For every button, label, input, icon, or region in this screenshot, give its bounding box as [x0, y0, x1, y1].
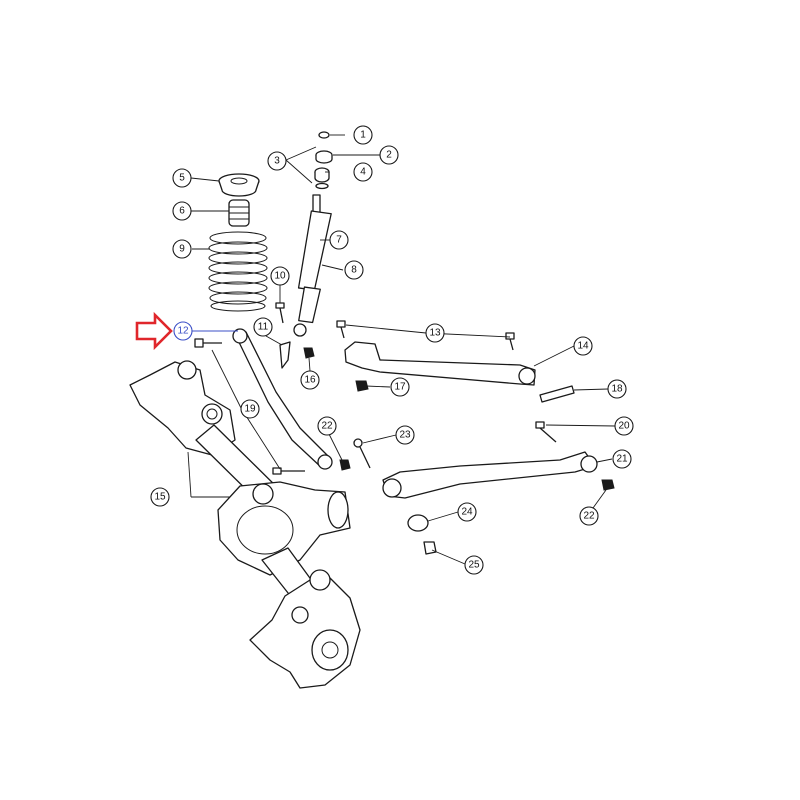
callout-label-4: 4	[360, 167, 366, 178]
ball-joint-23	[353, 438, 371, 469]
callout-label-14: 14	[577, 341, 589, 352]
callout-label-17: 17	[394, 382, 406, 393]
callout-22-a[interactable]: 22	[317, 416, 337, 436]
callout-19[interactable]: 19	[240, 399, 260, 419]
callout-4[interactable]: 4	[353, 162, 373, 182]
callout-label-22-a: 22	[321, 421, 333, 432]
callout-7[interactable]: 7	[329, 230, 349, 250]
callout-label-20: 20	[618, 421, 630, 432]
nut-17	[355, 380, 369, 392]
callout-16[interactable]: 16	[300, 370, 320, 390]
shock-absorber	[293, 194, 332, 337]
callout-label-24: 24	[461, 507, 473, 518]
nut-25	[423, 541, 437, 555]
parts-artwork	[129, 131, 615, 689]
callout-label-13: 13	[429, 328, 441, 339]
callout-label-1: 1	[360, 130, 366, 141]
bolt-10	[275, 302, 285, 324]
callout-label-5: 5	[179, 173, 185, 184]
callout-3[interactable]: 3	[267, 151, 287, 171]
callout-5[interactable]: 5	[172, 168, 192, 188]
bolt-20	[535, 421, 557, 443]
callout-14[interactable]: 14	[573, 336, 593, 356]
callout-label-7: 7	[336, 235, 342, 246]
callout-9[interactable]: 9	[172, 239, 192, 259]
isolator-24	[407, 514, 429, 532]
callout-17[interactable]: 17	[390, 377, 410, 397]
callout-label-21: 21	[616, 454, 628, 465]
upper-control-arm	[336, 320, 536, 386]
callout-22-b[interactable]: 22	[579, 506, 599, 526]
callout-label-10: 10	[274, 271, 286, 282]
bolt-12	[194, 338, 222, 348]
callout-15[interactable]: 15	[150, 487, 170, 507]
callouts: 1 2 3 4 5 6 7 8 9 10 11 12 13 14 15 16 1…	[150, 125, 634, 575]
bushing-18	[539, 385, 575, 403]
callout-13[interactable]: 13	[425, 323, 445, 343]
callout-label-15: 15	[154, 492, 166, 503]
nut-22-b	[601, 479, 615, 491]
callout-label-22-b: 22	[583, 511, 595, 522]
indicator-arrow	[135, 311, 173, 351]
callout-24[interactable]: 24	[457, 502, 477, 522]
jounce-bumper	[228, 199, 250, 227]
callout-21[interactable]: 21	[612, 449, 632, 469]
shock-top-hardware	[314, 131, 333, 190]
bracket-11	[279, 341, 291, 369]
nut-22-a	[339, 459, 351, 471]
callout-label-19: 19	[244, 404, 256, 415]
callout-11[interactable]: 11	[253, 317, 273, 337]
callout-1[interactable]: 1	[353, 125, 373, 145]
callout-label-11: 11	[258, 322, 269, 333]
bolt-15	[272, 467, 305, 475]
callout-25[interactable]: 25	[464, 555, 484, 575]
track-bar	[232, 328, 333, 470]
callout-label-16: 16	[304, 375, 316, 386]
callout-label-9: 9	[179, 244, 185, 255]
callout-20[interactable]: 20	[614, 416, 634, 436]
callout-6[interactable]: 6	[172, 201, 192, 221]
lower-control-arm	[382, 451, 598, 499]
callout-label-23: 23	[399, 430, 411, 441]
coil-spring	[208, 231, 268, 312]
callout-label-8: 8	[351, 265, 357, 276]
callout-label-12: 12	[177, 326, 189, 337]
callout-label-18: 18	[611, 384, 623, 395]
callout-8[interactable]: 8	[344, 260, 364, 280]
spring-isolator	[218, 173, 260, 197]
axle-assembly	[129, 360, 361, 689]
callout-10[interactable]: 10	[270, 266, 290, 286]
callout-label-25: 25	[468, 560, 480, 571]
callout-23[interactable]: 23	[395, 425, 415, 445]
callout-18[interactable]: 18	[607, 379, 627, 399]
callout-label-6: 6	[179, 206, 185, 217]
callout-label-3: 3	[274, 156, 280, 167]
callout-2[interactable]: 2	[379, 145, 399, 165]
callout-12[interactable]: 12	[173, 321, 193, 341]
nut-16	[303, 347, 315, 359]
callout-label-2: 2	[386, 150, 392, 161]
